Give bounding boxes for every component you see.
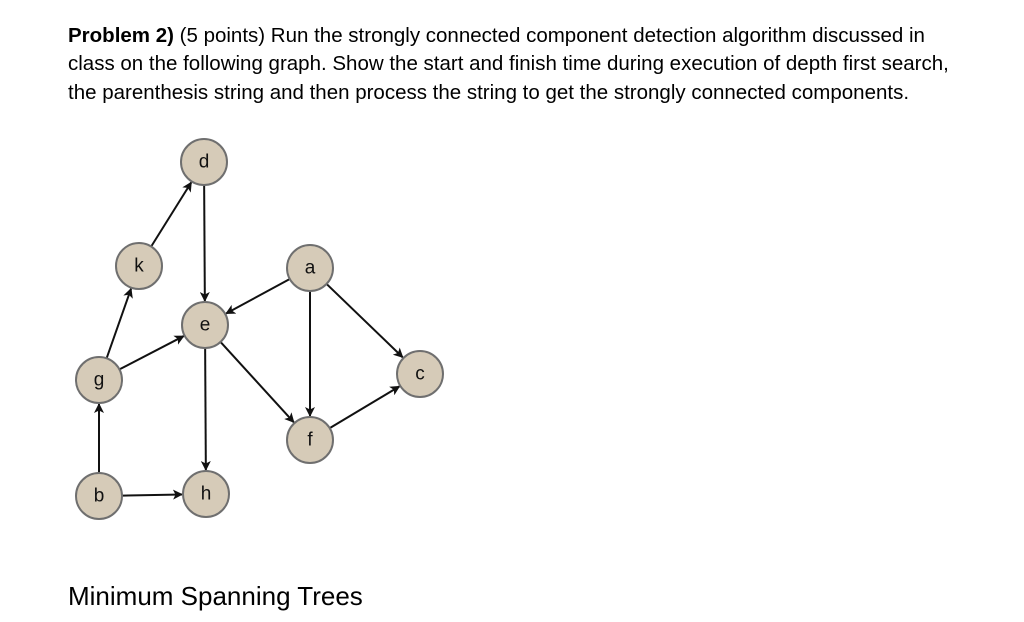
node-label-d: d — [199, 152, 210, 173]
node-label-e: e — [200, 315, 211, 336]
node-b: b — [75, 472, 123, 520]
node-label-a: a — [305, 258, 316, 279]
node-h: h — [182, 470, 230, 518]
edge-g-to-k — [105, 287, 133, 359]
edge-f-to-c — [329, 385, 401, 430]
directed-graph-diagram: d k a e g c f b h — [75, 138, 444, 520]
section-heading: Minimum Spanning Trees — [68, 581, 363, 611]
node-c: c — [396, 350, 444, 398]
edge-g-to-e — [118, 335, 185, 371]
edge-d-to-e — [199, 184, 210, 303]
node-a: a — [286, 244, 334, 292]
node-g: g — [75, 356, 123, 404]
edge-e-to-h — [200, 347, 211, 472]
edge-a-to-c — [325, 283, 404, 359]
node-label-h: h — [201, 484, 212, 505]
node-label-c: c — [415, 364, 425, 385]
node-f: f — [286, 416, 334, 464]
problem-label: Problem 2) — [68, 24, 174, 47]
edge-k-to-d — [150, 181, 193, 248]
edge-e-to-f — [219, 341, 295, 424]
node-label-b: b — [94, 486, 105, 507]
node-k: k — [115, 242, 163, 290]
node-label-g: g — [94, 370, 105, 391]
problem-statement: Problem 2) (5 points) Run the strongly c… — [68, 22, 968, 107]
node-e: e — [181, 301, 229, 349]
node-d: d — [180, 138, 228, 186]
node-label-k: k — [134, 256, 144, 277]
edge-a-to-e — [225, 278, 291, 315]
problem-text: (5 points) Run the strongly connected co… — [68, 24, 949, 104]
edge-b-to-h — [121, 489, 184, 500]
node-label-f: f — [307, 430, 313, 451]
